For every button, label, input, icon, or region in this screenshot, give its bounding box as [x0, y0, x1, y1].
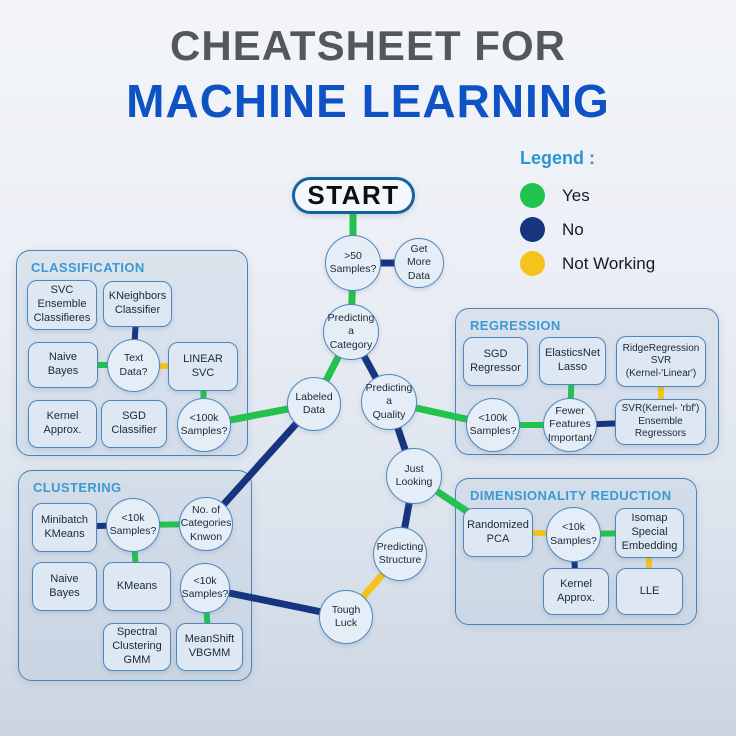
node-clustering-10k-samples-top: <10k Samples?	[106, 498, 160, 552]
node-kmeans: KMeans	[103, 562, 171, 611]
node-predicting-category: Predicting a Category	[323, 304, 379, 360]
legend-item-yes: Yes	[520, 183, 655, 208]
group-regression-title: REGRESSION	[470, 318, 561, 333]
node-text-data: Text Data?	[107, 339, 160, 392]
node-labeled-data: Labeled Data	[287, 377, 341, 431]
node-regression-100k-samples: <100k Samples?	[466, 398, 520, 452]
legend-item-notworking: Not Working	[520, 251, 655, 276]
node-classification-100k-samples: <100k Samples?	[177, 398, 231, 452]
node-tough-luck: Tough Luck	[319, 590, 373, 644]
node-predicting-structure: Predicting Structure	[373, 527, 427, 581]
node-meanshift: MeanShift VBGMM	[176, 623, 243, 671]
node-minibatch-kmeans: Minibatch KMeans	[32, 503, 97, 552]
node-dimred-kernel-approx: Kernel Approx.	[543, 568, 609, 615]
group-classification-title: CLASSIFICATION	[31, 260, 145, 275]
title-line-1: CHEATSHEET FOR	[170, 22, 566, 69]
legend-dot-no-icon	[520, 217, 545, 242]
group-clustering-title: CLUSTERING	[33, 480, 122, 495]
node-predicting-quality: Predicting a Quality	[361, 374, 417, 430]
node-spectral-clustering: Spectral Clustering GMM	[103, 623, 171, 671]
node-randomized-pca: Randomized PCA	[463, 508, 533, 557]
legend-label-yes: Yes	[562, 185, 590, 205]
node-sgd-classifier: SGD Classifier	[101, 400, 167, 448]
node-kneighbors: KNeighbors Classifier	[103, 281, 172, 327]
legend-item-no: No	[520, 217, 655, 242]
page-title: CHEATSHEET FOR MACHINE LEARNING	[0, 22, 736, 128]
legend-label-notworking: Not Working	[562, 253, 656, 273]
node-samples-50: >50 Samples?	[325, 235, 381, 291]
node-kernel-approx-classification: Kernel Approx.	[28, 400, 97, 448]
node-svr-rbf: SVR(Kernel- 'rbf') Ensemble Regressors	[615, 399, 706, 445]
group-dimensionality-reduction-title: DIMENSIONALITY REDUCTION	[470, 488, 672, 503]
legend-dot-yes-icon	[520, 183, 545, 208]
title-line-2: MACHINE LEARNING	[126, 75, 610, 127]
node-ridge-svr: RidgeRegression SVR (Kernel-'Linear')	[616, 336, 706, 387]
legend-title: Legend :	[520, 148, 595, 168]
node-start: START	[292, 177, 415, 214]
legend-dot-notworking-icon	[520, 251, 545, 276]
node-just-looking: Just Looking	[386, 448, 442, 504]
node-naive-bayes-clustering: Naive Bayes	[32, 562, 97, 611]
node-dimred-10k-samples: <10k Samples?	[546, 507, 601, 562]
node-get-more-data: Get More Data	[394, 238, 444, 288]
node-sgd-regressor: SGD Regressor	[463, 337, 528, 386]
legend: Legend : Yes No Not Working	[520, 148, 655, 285]
node-isomap: Isomap Special Embedding	[615, 508, 684, 558]
node-fewer-features: Fewer Features Important	[543, 398, 597, 452]
node-clustering-10k-samples-bottom: <10k Samples?	[180, 563, 230, 613]
node-lle: LLE	[616, 568, 683, 615]
node-svc-ensemble: SVC Ensemble Classifieres	[27, 280, 97, 330]
node-categories-known: No. of Categories Knwon	[179, 497, 233, 551]
node-naive-bayes-classification: Naive Bayes	[28, 342, 98, 388]
node-elasticsnet-lasso: ElasticsNet Lasso	[539, 337, 606, 385]
node-linear-svc: LINEAR SVC	[168, 342, 238, 391]
legend-label-no: No	[562, 219, 584, 239]
